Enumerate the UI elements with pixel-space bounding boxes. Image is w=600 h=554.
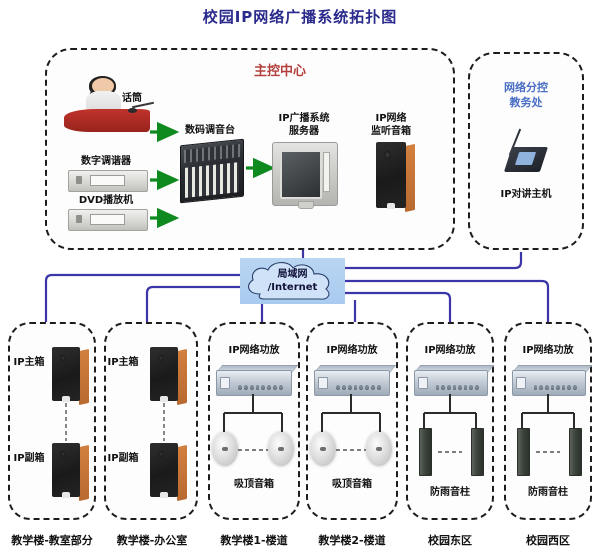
zone-5-sound-column-right: [471, 428, 484, 476]
zone-5-sound-column-left: [419, 428, 432, 476]
zone-1-sub-box-label: IP副箱: [13, 453, 45, 464]
zone-2-main-speaker: [150, 347, 187, 406]
zone-box-east: [406, 322, 494, 520]
zone-2-sub-speaker: [150, 443, 187, 502]
ip-broadcast-server-device: [272, 142, 338, 209]
zone-6-speaker-label: 防雨音柱: [528, 487, 568, 498]
wire-cloud-to-intercom: [345, 252, 523, 270]
zone-2-main-box-label: IP主箱: [107, 357, 139, 368]
zone-4-ceiling-speaker-right: [366, 432, 392, 466]
zone-4-label: 教学楼2-楼道: [318, 534, 386, 547]
zone-6-label: 校园西区: [526, 534, 570, 547]
sub-control-heading-line1: 网络分控: [504, 81, 548, 94]
zone-3-ceiling-speaker-left: [212, 432, 238, 466]
dvd-player-label: DVD播放机: [78, 195, 134, 206]
zone-box-corridor1: [208, 322, 300, 520]
zone-1-main-speaker: [52, 347, 89, 406]
zone-4-amplifier: [313, 365, 397, 396]
ip-monitor-speaker-device: [376, 142, 415, 213]
dvd-player-device: [68, 209, 148, 231]
main-control-center-heading: 主控中心: [253, 64, 306, 79]
wire-cloud-to-zone-2: [145, 285, 345, 322]
wire-cloud-to-zone-6: [345, 279, 550, 322]
wire-cloud-to-zone-1: [44, 273, 345, 322]
presenter-podium: [64, 75, 150, 132]
monitor-speaker-label-line2: 监听音箱: [371, 126, 411, 137]
zone-1-sub-speaker: [52, 443, 89, 502]
zone-1-label: 教学楼-教室部分: [11, 534, 93, 547]
microphone-head: [128, 108, 137, 113]
zone-4-amp-label: IP网络功放: [326, 345, 378, 356]
cloud-label-line1: 局域网: [277, 269, 308, 280]
zone-3-amp-label: IP网络功放: [228, 345, 280, 356]
zone-3-speaker-label: 吸顶音箱: [234, 479, 274, 490]
ip-intercom-label: IP对讲主机: [500, 189, 552, 200]
zone-2-sub-box-label: IP副箱: [107, 453, 139, 464]
zone-5-speaker-label: 防雨音柱: [430, 487, 470, 498]
zone-5-amp-label: IP网络功放: [424, 345, 476, 356]
microphone-label: 话筒: [122, 93, 142, 104]
digital-tuner-device: [68, 170, 148, 192]
wire-cloud-to-zone-5: [345, 291, 452, 322]
monitor-speaker-label-line1: IP网络: [375, 113, 407, 124]
zone-6-amplifier: [511, 365, 593, 396]
mixer-label: 数码调音台: [185, 125, 235, 136]
zone-4-ceiling-speaker-left: [310, 432, 336, 466]
network-cloud: 局域网 /Internet: [240, 258, 345, 304]
zone-box-west: [504, 322, 592, 520]
sub-control-heading-line2: 教务处: [509, 96, 543, 109]
page-title: 校园IP网络广播系统拓扑图: [202, 8, 398, 26]
zone-6-sound-column-left: [517, 428, 530, 476]
zone-3-ceiling-speaker-right: [268, 432, 294, 466]
server-label-line1: IP广播系统: [278, 113, 330, 124]
zone-2-label: 教学楼-办公室: [116, 534, 188, 547]
zone-6-sound-column-right: [569, 428, 582, 476]
zone-4-speaker-label: 吸顶音箱: [332, 479, 372, 490]
server-label-line2: 服务器: [289, 126, 319, 137]
zone-3-label: 教学楼1-楼道: [220, 534, 288, 547]
zone-6-amp-label: IP网络功放: [522, 345, 574, 356]
zone-1-main-box-label: IP主箱: [13, 357, 45, 368]
zone-5-label: 校园东区: [428, 534, 472, 547]
cloud-label-line2: /Internet: [267, 282, 318, 293]
zone-box-corridor2: [306, 322, 398, 520]
tuner-label: 数字调谐器: [81, 156, 131, 167]
